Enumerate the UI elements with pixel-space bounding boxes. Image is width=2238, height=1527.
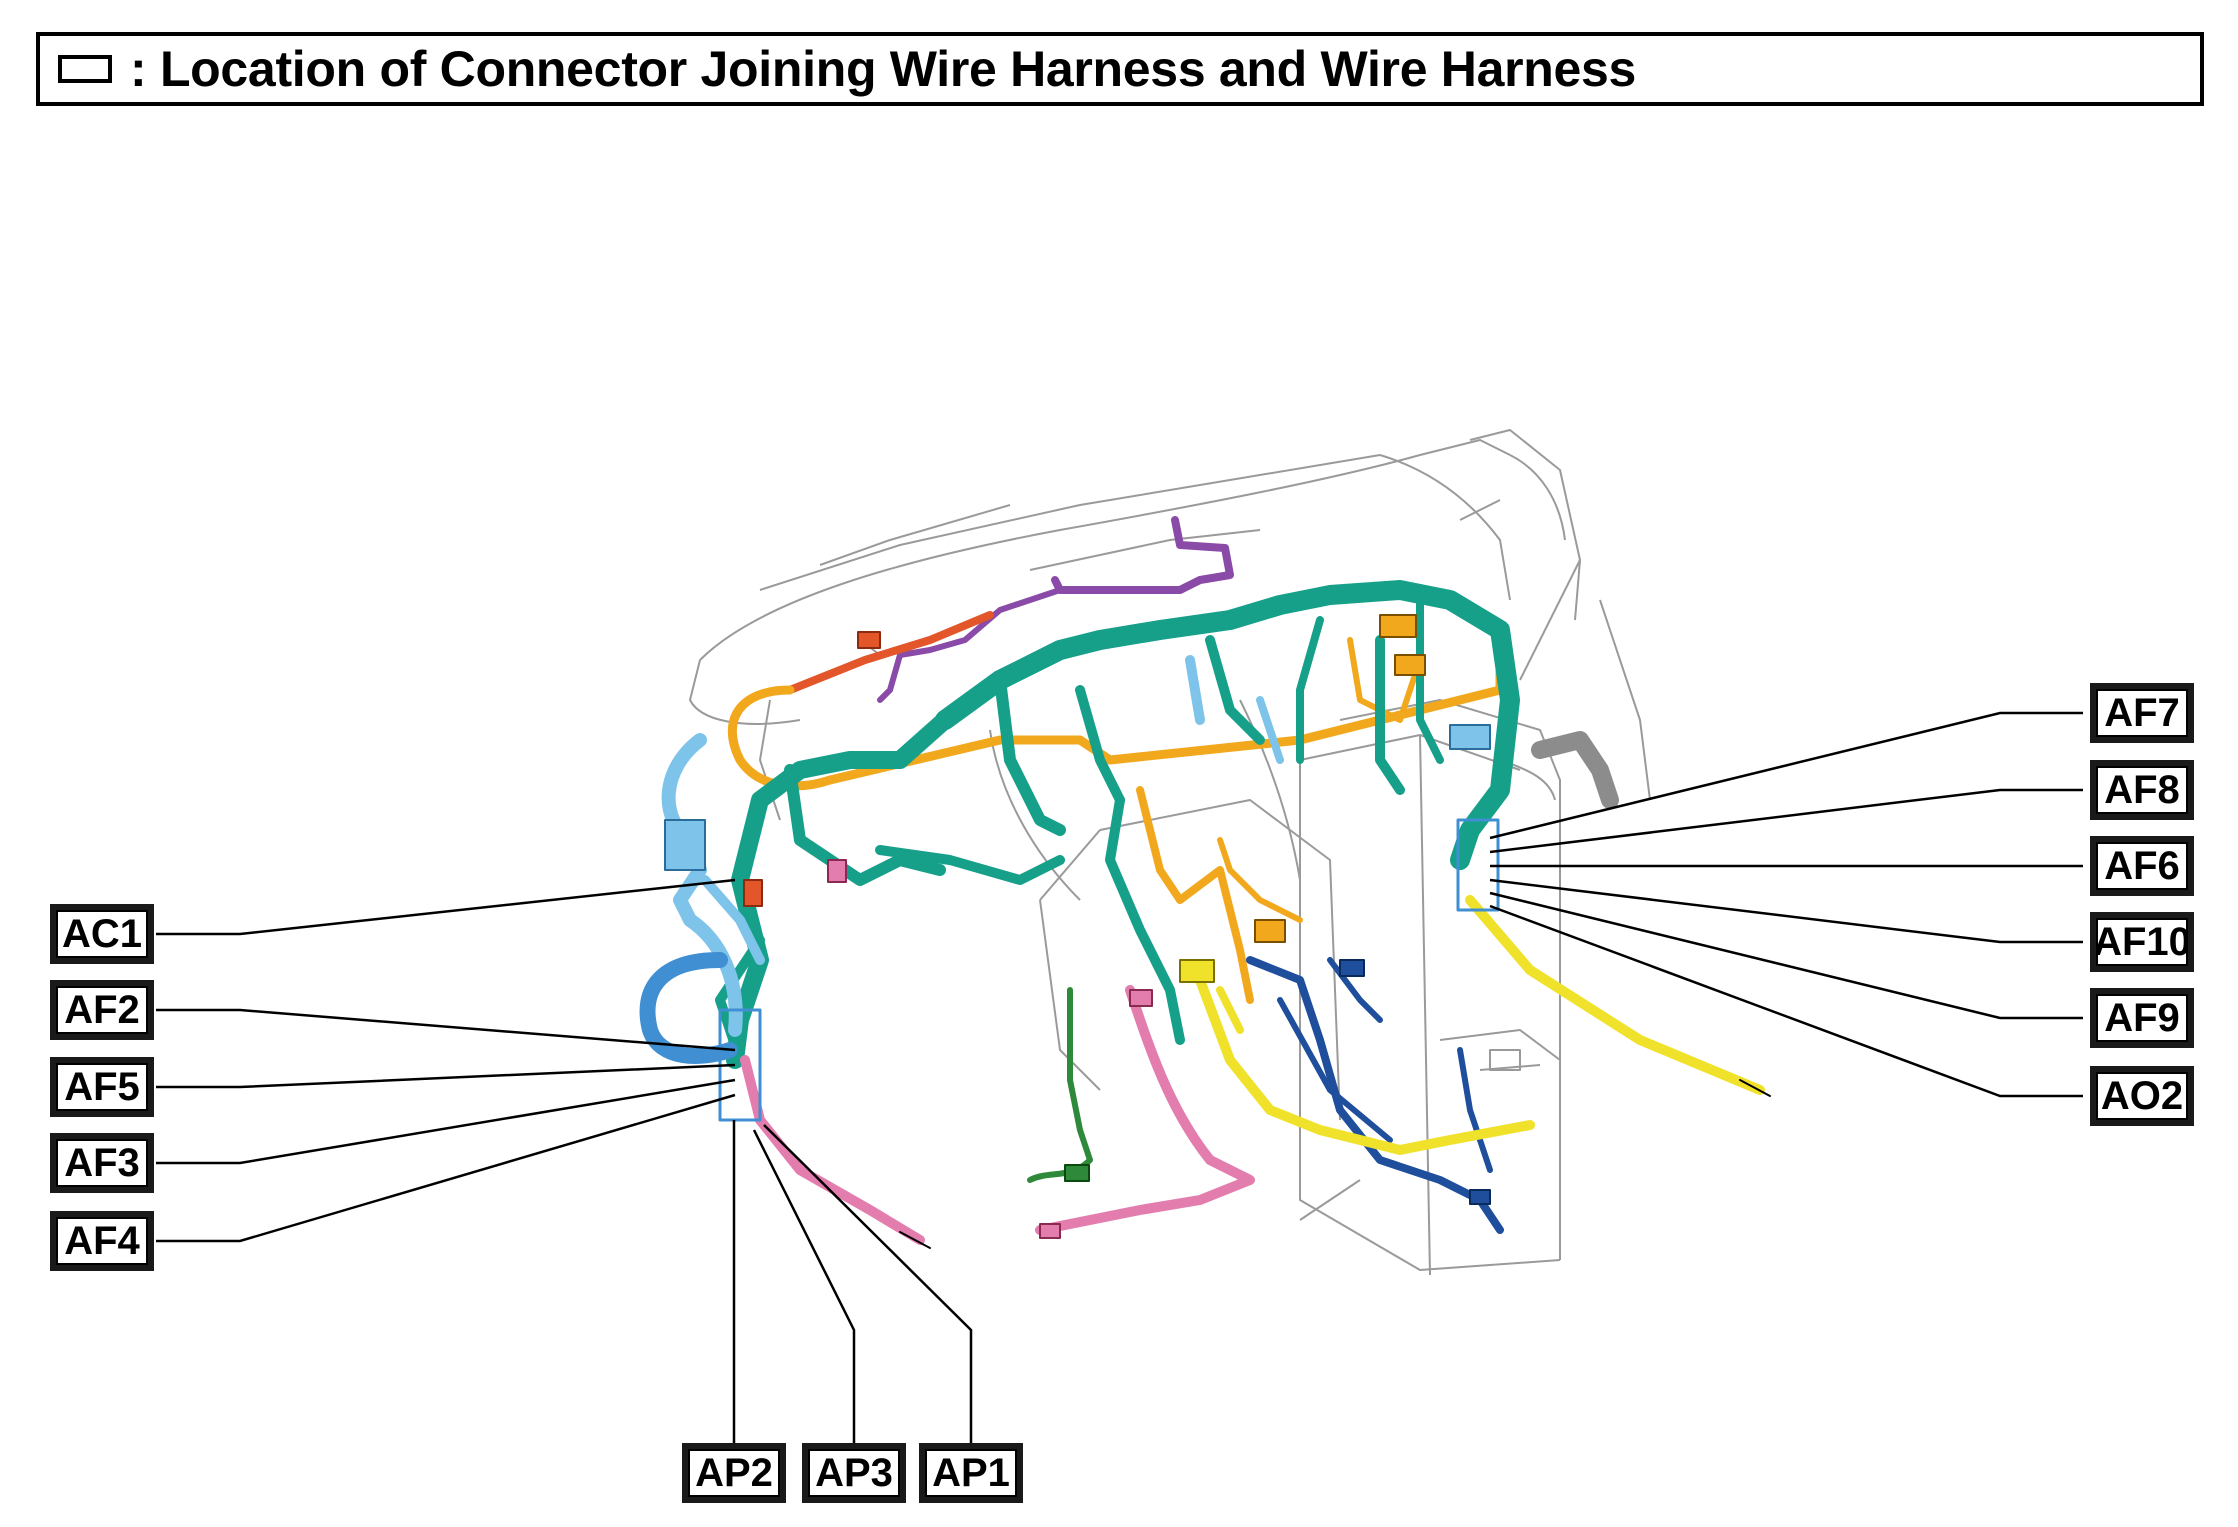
connector-label-af5: AF5 xyxy=(50,1057,154,1117)
leader-line-af5 xyxy=(156,1063,736,1089)
wire-harness xyxy=(639,516,1771,1249)
connector-label-ap2: AP2 xyxy=(682,1443,786,1503)
leader-line-ap3 xyxy=(752,1129,856,1443)
leader-line-af10 xyxy=(1489,878,2083,944)
connector-label-af2: AF2 xyxy=(50,980,154,1040)
leader-line-af2 xyxy=(156,1008,736,1052)
leader-lines xyxy=(156,711,2083,1443)
leader-line-af9 xyxy=(1489,891,2083,1020)
connector-label-af6: AF6 xyxy=(2090,836,2194,896)
connector-label-ac1: AC1 xyxy=(50,904,154,964)
dashboard-outline xyxy=(689,429,1651,1276)
connector-label-ao2: AO2 xyxy=(2090,1066,2194,1126)
connector-label-af9: AF9 xyxy=(2090,988,2194,1048)
leader-line-af3 xyxy=(156,1078,736,1165)
connector-label-af7: AF7 xyxy=(2090,683,2194,743)
diagram-title: : Location of Connector Joining Wire Har… xyxy=(130,41,1637,97)
connector-label-af8: AF8 xyxy=(2090,760,2194,820)
connector-label-af4: AF4 xyxy=(50,1211,154,1271)
leader-line-af4 xyxy=(156,1093,736,1243)
leader-line-af8 xyxy=(1489,788,2083,854)
diagram-title-box: : Location of Connector Joining Wire Har… xyxy=(36,32,2204,106)
leader-line-ap1 xyxy=(763,1124,973,1443)
leader-line-ac1 xyxy=(156,878,736,936)
connector-label-af10: AF10 xyxy=(2090,912,2194,972)
rectangle-outline-icon xyxy=(58,55,112,83)
leader-line-af7 xyxy=(1489,711,2083,840)
leader-line-ao2 xyxy=(1489,904,2083,1098)
connector-label-ap1: AP1 xyxy=(919,1443,1023,1503)
connector-label-ap3: AP3 xyxy=(802,1443,906,1503)
connector-label-af3: AF3 xyxy=(50,1133,154,1193)
